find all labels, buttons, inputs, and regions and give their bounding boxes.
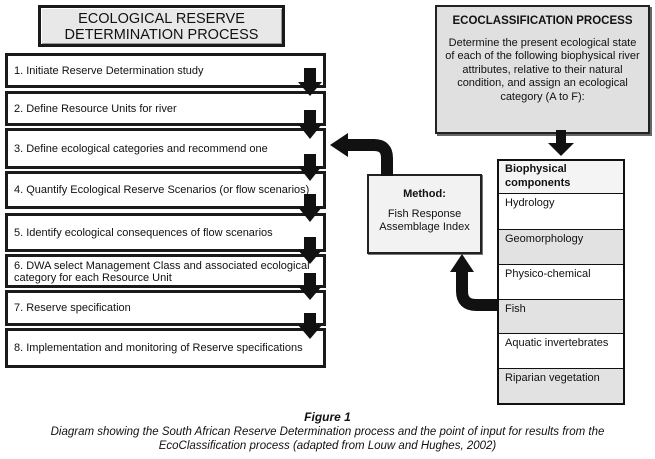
method-box: Method: Fish Response Assemblage Index (367, 174, 482, 254)
ecoclassification-title: ECOCLASSIFICATION PROCESS (452, 15, 633, 27)
down-arrow-3-4 (298, 154, 322, 181)
step-1-box: 1. Initiate Reserve Determination study (5, 53, 326, 88)
biophysical-row-physico-chemical: Physico-chemical (499, 265, 623, 300)
step-5-label: 5. Identify ecological consequences of f… (14, 226, 273, 239)
figure-caption: Figure 1 Diagram showing the South Afric… (0, 410, 655, 454)
biophysical-row-fish: Fish (499, 300, 623, 334)
title-line-1: ECOLOGICAL RESERVE (78, 11, 245, 27)
down-arrow-eco-to-table (548, 130, 574, 156)
step-6-label: 6. DWA select Management Class and assoc… (14, 260, 310, 284)
biophysical-row-geomorphology: Geomorphology (499, 230, 623, 265)
method-title: Method: (403, 188, 446, 200)
biophysical-row-riparian-vegetation: Riparian vegetation (499, 369, 623, 403)
biophysical-row-aquatic-invertebrates: Aquatic invertebrates (499, 334, 623, 369)
caption-line-2: EcoClassification process (adapted from … (158, 440, 497, 452)
biophysical-header: Biophysical components (499, 161, 623, 194)
biophysical-row-hydrology: Hydrology (499, 194, 623, 230)
method-line-1: Fish Response (387, 208, 462, 220)
ecoclassification-description: Determine the present ecological state o… (445, 36, 640, 103)
method-line-2: Assemblage Index (379, 221, 470, 233)
down-arrow-1-2 (298, 68, 322, 96)
step-2-box: 2. Define Resource Units for river (5, 91, 326, 126)
step-3-label: 3. Define ecological categories and reco… (14, 142, 268, 155)
step-7-label: 7. Reserve specification (14, 302, 131, 314)
step-8-label: 8. Implementation and monitoring of Rese… (14, 342, 303, 354)
step-6-box: 6. DWA select Management Class and assoc… (5, 254, 326, 288)
step-2-label: 2. Define Resource Units for river (14, 102, 177, 115)
down-arrow-7-8 (298, 313, 322, 339)
step-8-box: 8. Implementation and monitoring of Rese… (5, 328, 326, 368)
curved-arrow-fish-to-method (450, 254, 497, 311)
down-arrow-4-5 (298, 194, 322, 222)
step-4-label: 4. Quantify Ecological Reserve Scenarios… (14, 184, 310, 196)
reserve-determination-title: ECOLOGICAL RESERVE DETERMINATION PROCESS (38, 5, 285, 47)
figure-label: Figure 1 (304, 410, 351, 424)
step-3-box: 3. Define ecological categories and reco… (5, 128, 326, 169)
step-4-box: 4. Quantify Ecological Reserve Scenarios… (5, 171, 326, 209)
biophysical-components-table: Biophysical components Hydrology Geomorp… (497, 159, 625, 405)
title-line-2: DETERMINATION PROCESS (64, 27, 259, 43)
down-arrow-2-3 (298, 110, 322, 139)
down-arrow-6-7 (298, 273, 322, 300)
ecoclassification-box: ECOCLASSIFICATION PROCESS Determine the … (435, 5, 650, 134)
down-arrow-5-6 (298, 237, 322, 264)
step-5-box: 5. Identify ecological consequences of f… (5, 213, 326, 252)
curved-arrow-method-to-step3 (330, 133, 393, 176)
step-1-label: 1. Initiate Reserve Determination study (14, 64, 204, 77)
caption-line-1: Diagram showing the South African Reserv… (50, 425, 605, 438)
step-7-box: 7. Reserve specification (5, 290, 326, 326)
